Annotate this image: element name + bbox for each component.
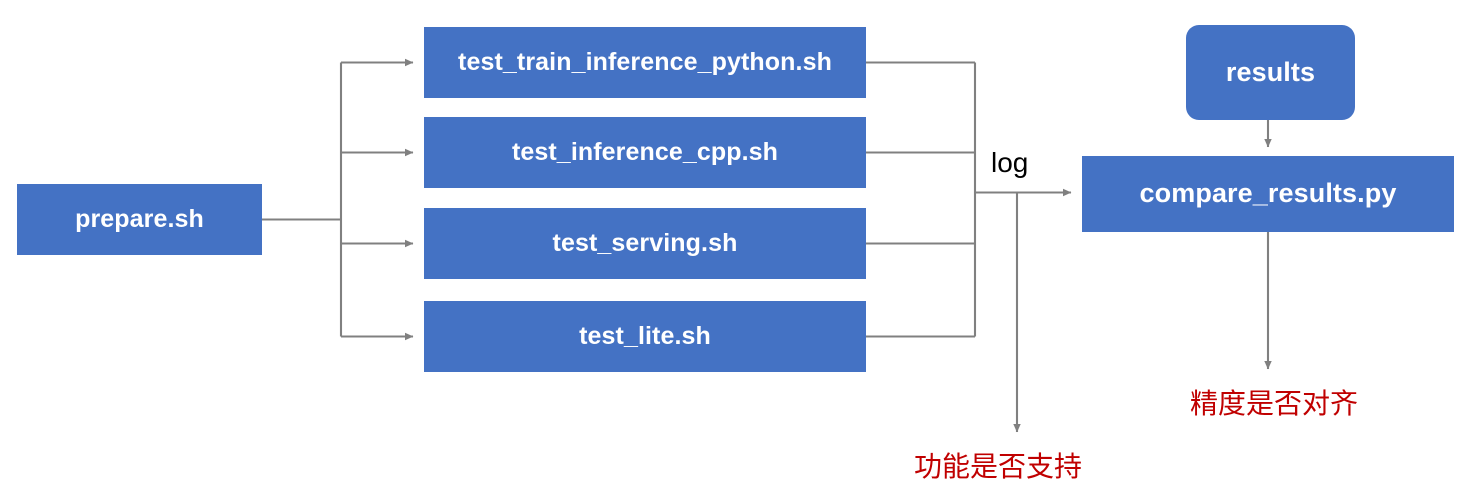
node-test-inference-cpp-sh[interactable]: test_inference_cpp.sh — [424, 117, 866, 188]
node-test-serving-sh[interactable]: test_serving.sh — [424, 208, 866, 279]
edge-label-log: log — [991, 147, 1029, 178]
node-results-label: results — [1225, 56, 1316, 87]
node-prepare-sh-label: prepare.sh — [75, 204, 204, 233]
note-function-supported: 功能是否支持 — [914, 450, 1083, 483]
note-precision-aligned: 精度是否对齐 — [1190, 387, 1359, 420]
node-test-train-inference-python-sh[interactable]: test_train_inference_python.sh — [424, 27, 866, 98]
node-test-inference-cpp-sh-label: test_inference_cpp.sh — [511, 137, 779, 166]
node-test-train-inference-python-sh-label: test_train_inference_python.sh — [458, 47, 832, 76]
node-compare-results-py[interactable]: compare_results.py — [1082, 156, 1454, 232]
node-test-lite-sh-label: test_lite.sh — [579, 321, 711, 350]
node-prepare-sh[interactable]: prepare.sh — [17, 184, 262, 255]
node-test-serving-sh-label: test_serving.sh — [552, 228, 738, 257]
node-compare-results-py-label: compare_results.py — [1139, 178, 1397, 209]
node-test-lite-sh[interactable]: test_lite.sh — [424, 301, 866, 372]
node-results[interactable]: results — [1186, 25, 1355, 120]
